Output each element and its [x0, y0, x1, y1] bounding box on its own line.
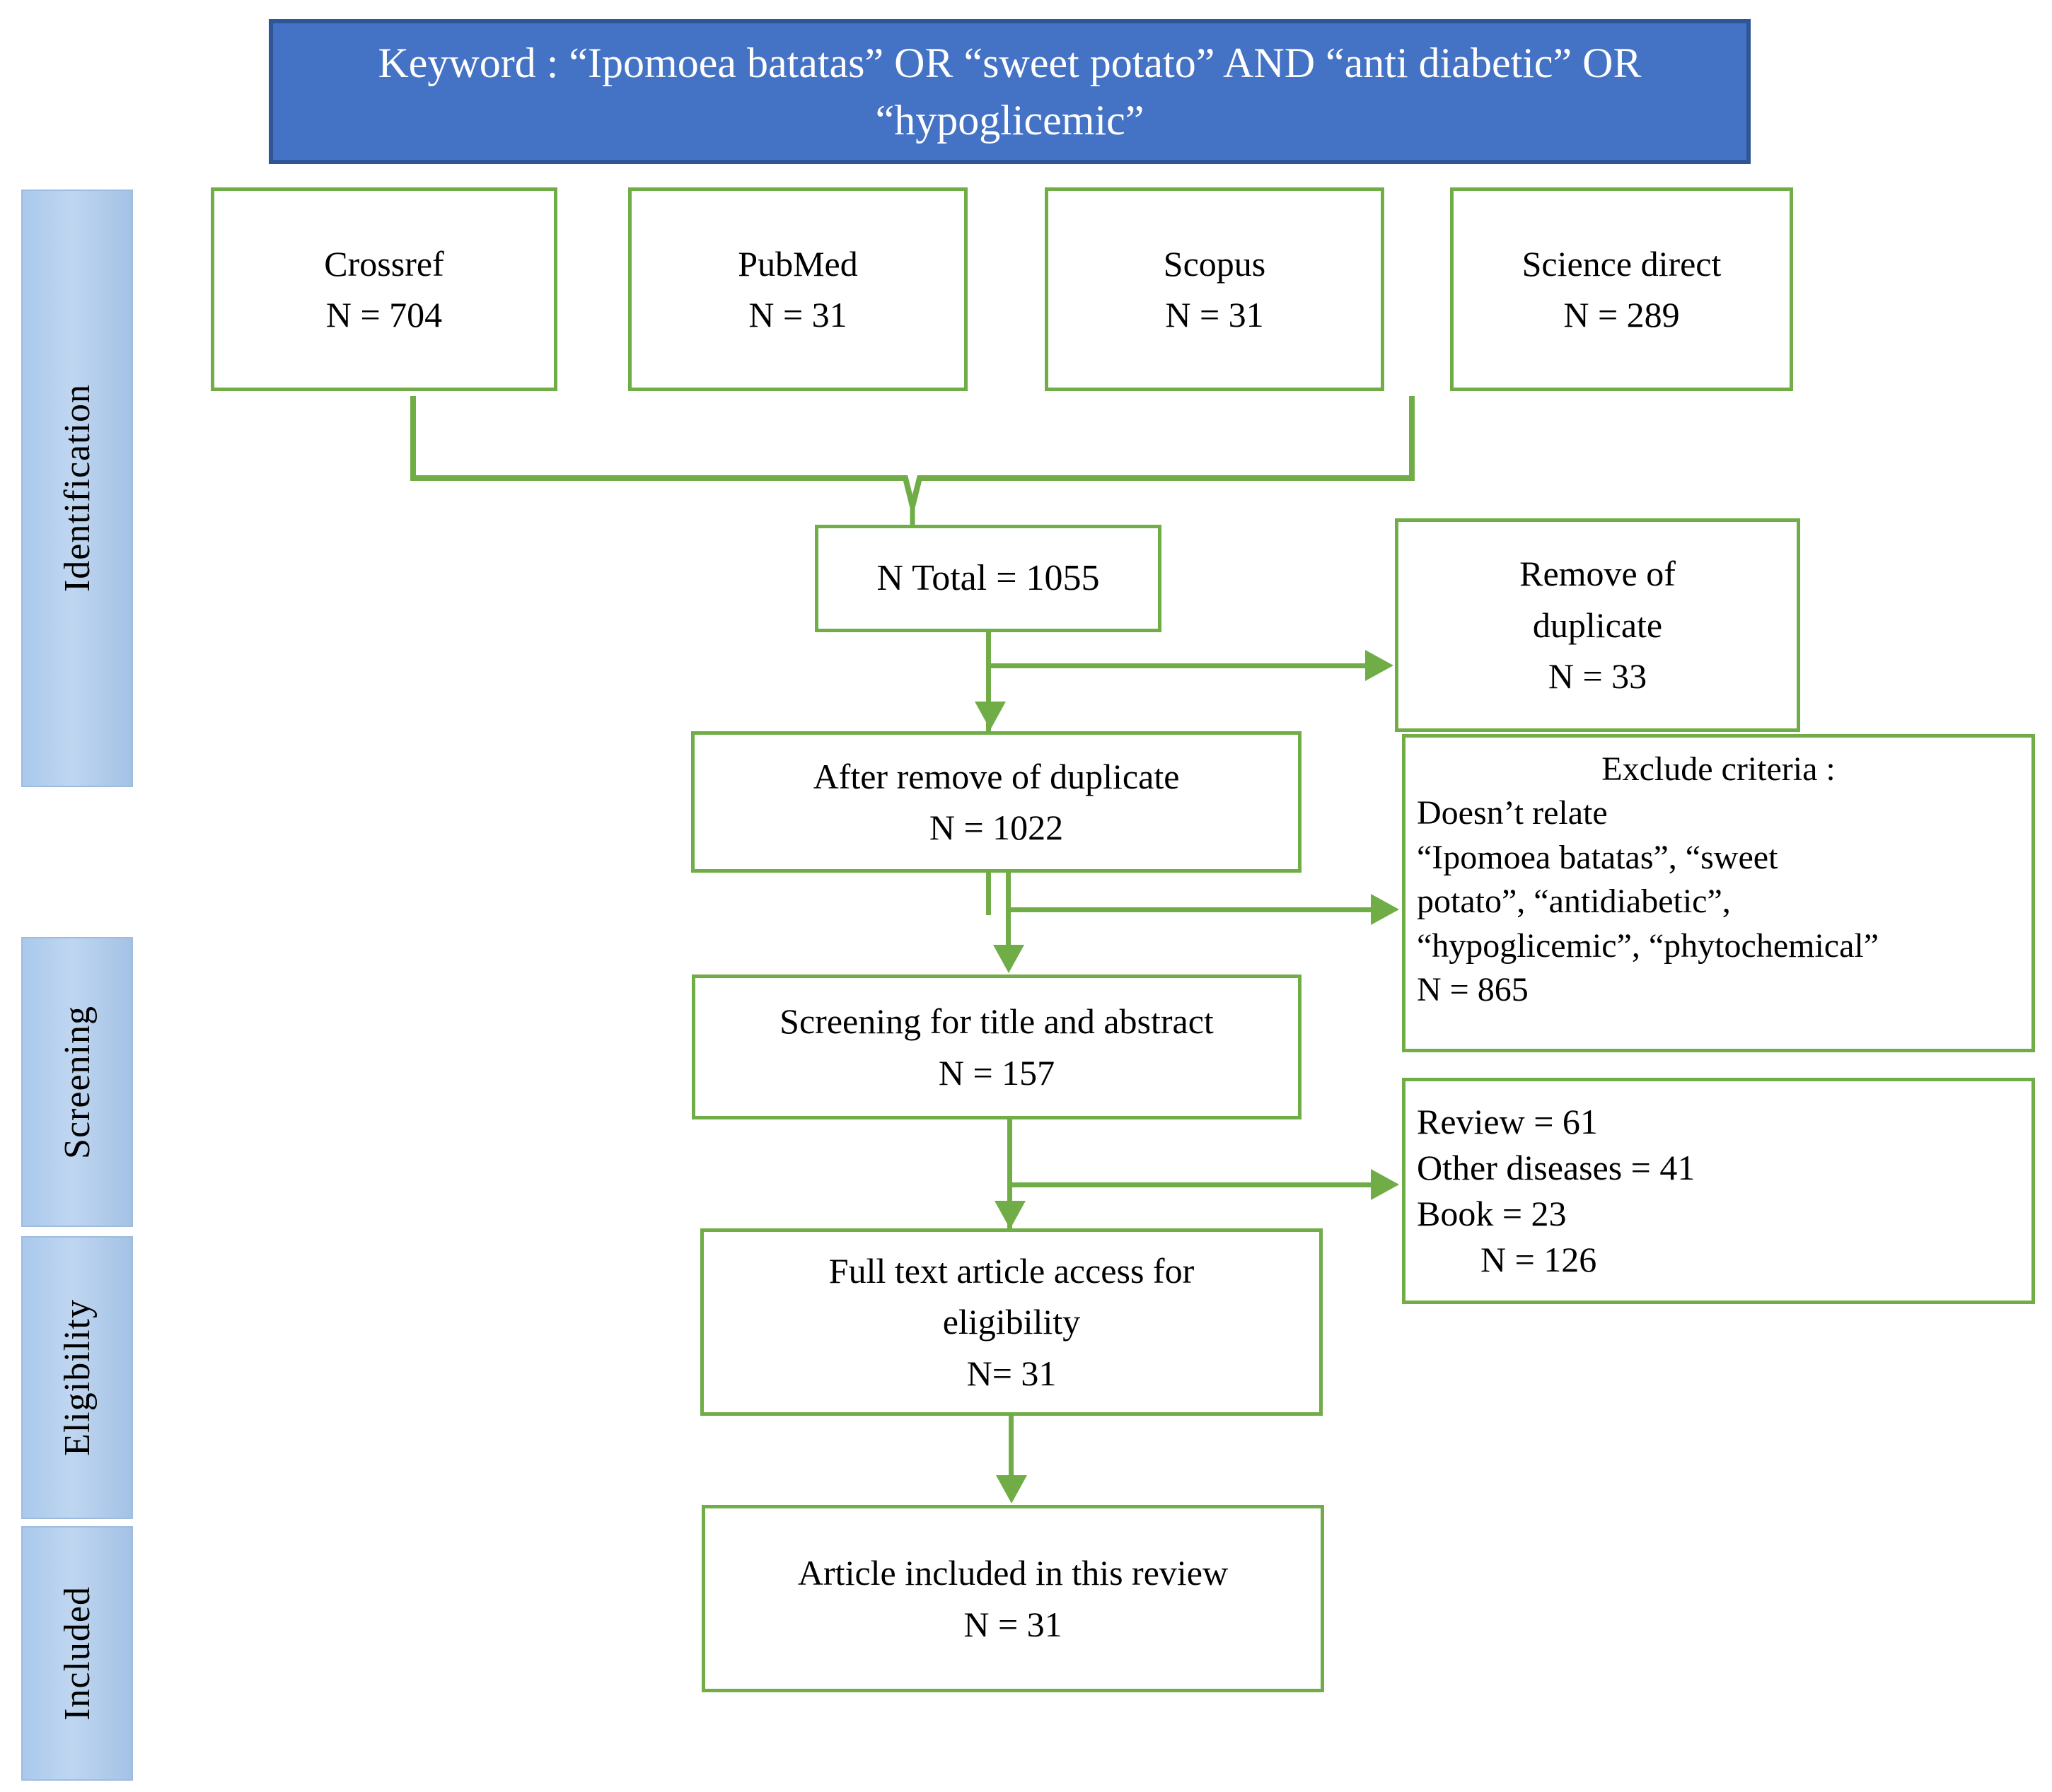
exclude-criteria-line1: Doesn’t relate — [1417, 794, 1608, 832]
exclude-reason-other-diseases: Other diseases = 41 — [1417, 1148, 1695, 1187]
screening-title-abstract-count: N = 157 — [938, 1052, 1055, 1093]
full-text-count: N= 31 — [966, 1353, 1057, 1393]
exclude-criteria-count: N = 865 — [1417, 970, 1529, 1008]
stage-label-identification: Identification — [21, 190, 133, 787]
article-included-box: Article included in this review N = 31 — [702, 1505, 1324, 1692]
connector-screening-down — [1007, 1119, 1012, 1233]
total-records-box: N Total = 1055 — [815, 525, 1161, 632]
arrow-down-to-after-duplicate — [975, 702, 1006, 730]
remove-duplicate-box: Remove of duplicate N = 33 — [1395, 518, 1800, 732]
source-merge-bracket — [410, 393, 1415, 535]
source-count-science-direct: N = 289 — [1563, 295, 1680, 334]
arrow-right-to-remove-duplicate — [1365, 650, 1393, 681]
after-remove-duplicate-box: After remove of duplicate N = 1022 — [691, 731, 1302, 873]
connector-screening-to-reasons — [1007, 1182, 1374, 1187]
source-name-scopus: Scopus — [1163, 243, 1266, 284]
source-name-pubmed: PubMed — [738, 243, 858, 284]
after-remove-duplicate-count: N = 1022 — [929, 808, 1064, 847]
exclude-criteria-box: Exclude criteria : Doesn’t relate “Ipomo… — [1402, 734, 2035, 1052]
source-box-scopus: Scopus N = 31 — [1045, 187, 1384, 391]
full-text-eligibility-box: Full text article access for eligibility… — [700, 1228, 1323, 1416]
exclude-reason-review: Review = 61 — [1417, 1102, 1598, 1141]
source-count-pubmed: N = 31 — [748, 295, 847, 334]
full-text-line2: eligibility — [942, 1302, 1081, 1342]
source-count-crossref: N = 704 — [325, 295, 443, 334]
remove-duplicate-count: N = 33 — [1548, 656, 1647, 697]
arrow-down-to-screening-box — [993, 945, 1024, 973]
stage-label-included-text: Included — [57, 1586, 98, 1721]
total-records-label: N Total = 1055 — [876, 558, 1100, 599]
keyword-banner: Keyword : “Ipomoea batatas” OR “sweet po… — [269, 19, 1751, 164]
exclude-reason-book: Book = 23 — [1417, 1194, 1567, 1233]
stage-label-eligibility: Eligibility — [21, 1236, 133, 1519]
connector-after-dup-to-exclude-criteria — [1006, 907, 1374, 912]
screening-title-abstract-line1: Screening for title and abstract — [779, 1001, 1214, 1041]
exclude-criteria-line2: “Ipomoea batatas”, “sweet — [1417, 838, 1778, 876]
full-text-line1: Full text article access for — [828, 1250, 1195, 1291]
article-included-count: N = 31 — [963, 1604, 1062, 1644]
arrow-down-to-full-text — [995, 1201, 1026, 1229]
exclude-criteria-line3: potato”, “antidiabetic”, — [1417, 883, 1731, 921]
source-name-science-direct: Science direct — [1521, 243, 1722, 284]
stage-label-included: Included — [21, 1526, 133, 1781]
stage-label-screening: Screening — [21, 937, 133, 1227]
exclude-criteria-line4: “hypoglicemic”, “phytochemical” — [1417, 926, 1879, 965]
screening-title-abstract-box: Screening for title and abstract N = 157 — [692, 974, 1302, 1119]
after-remove-duplicate-line1: After remove of duplicate — [813, 756, 1180, 796]
source-box-crossref: Crossref N = 704 — [211, 187, 557, 391]
stage-label-screening-text: Screening — [57, 1005, 98, 1159]
arrow-right-to-exclude-criteria — [1371, 894, 1399, 925]
stage-label-eligibility-text: Eligibility — [57, 1299, 98, 1456]
article-included-line1: Article included in this review — [797, 1553, 1229, 1593]
source-name-crossref: Crossref — [324, 243, 444, 284]
arrow-down-to-included — [996, 1475, 1027, 1503]
arrow-right-to-reasons — [1371, 1169, 1399, 1200]
connector-total-to-remove-duplicate — [986, 663, 1368, 668]
source-count-scopus: N = 31 — [1165, 295, 1264, 334]
connector-full-text-down — [1009, 1416, 1014, 1479]
exclude-reasons-box: Review = 61 Other diseases = 41 Book = 2… — [1402, 1078, 2035, 1304]
source-box-pubmed: PubMed N = 31 — [628, 187, 968, 391]
exclude-reasons-count: N = 126 — [1480, 1240, 1597, 1279]
source-box-science-direct: Science direct N = 289 — [1450, 187, 1793, 391]
remove-duplicate-line1: Remove of — [1519, 554, 1676, 594]
exclude-criteria-heading: Exclude criteria : — [1601, 750, 1836, 788]
keyword-banner-text: Keyword : “Ipomoea batatas” OR “sweet po… — [378, 39, 1642, 144]
stage-label-identification-text: Identification — [57, 384, 98, 593]
remove-duplicate-line2: duplicate — [1532, 605, 1663, 645]
